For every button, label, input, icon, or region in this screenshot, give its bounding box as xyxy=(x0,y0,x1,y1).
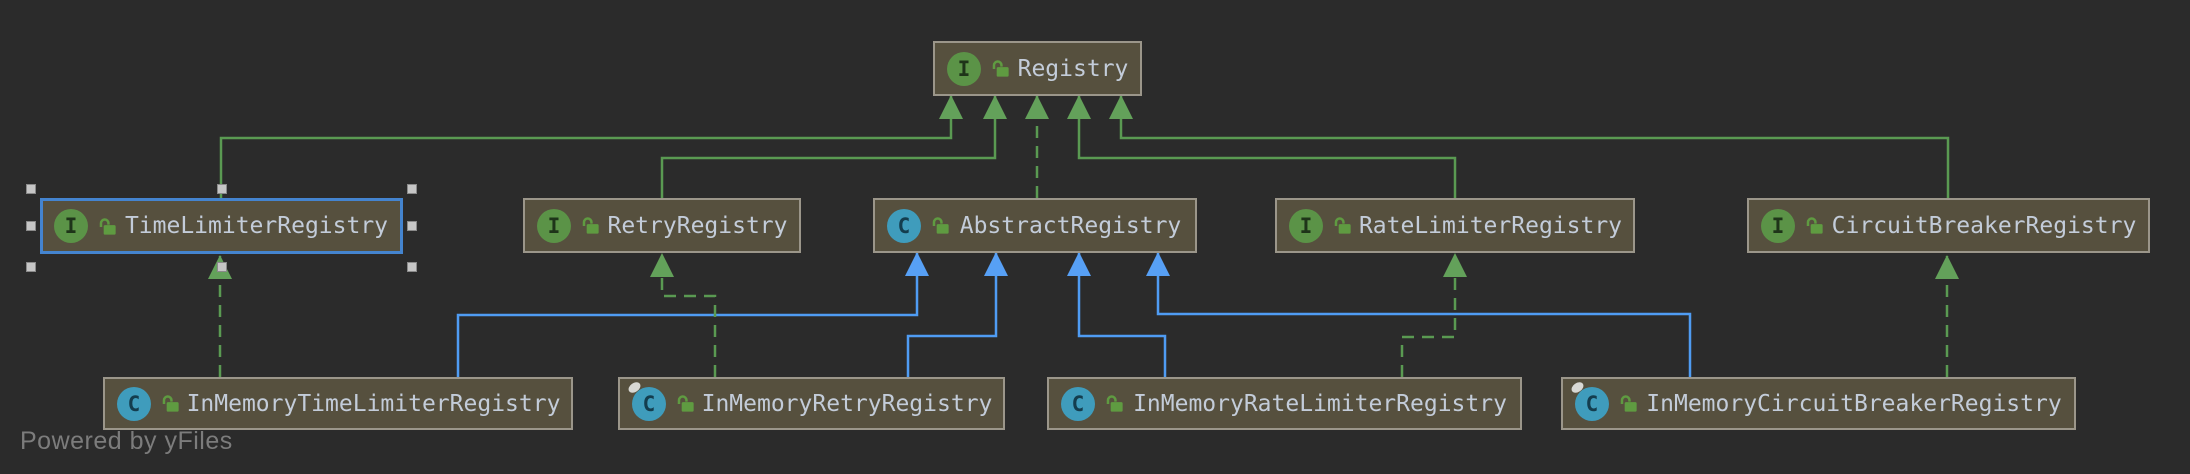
interface-icon: I xyxy=(947,51,981,86)
node-registry[interactable]: I Registry xyxy=(933,41,1142,96)
selection-handle[interactable] xyxy=(407,184,417,194)
edge-circuit-breaker-registry-to-registry xyxy=(1109,95,1950,198)
node-label: InMemoryCircuitBreakerRegistry xyxy=(1646,390,2062,417)
edge-in-memory-rate-limiter-registry-to-rate-limiter-registry xyxy=(1400,253,1467,377)
class-icon: C xyxy=(117,386,151,421)
node-label: InMemoryRetryRegistry xyxy=(701,390,993,417)
node-label: TimeLimiterRegistry xyxy=(124,213,389,239)
class-icon: C xyxy=(887,208,921,243)
node-in-memory-rate-limiter-registry[interactable]: C InMemoryRateLimiterRegistry xyxy=(1047,377,1522,430)
class-icon: C xyxy=(1569,379,1609,421)
unlock-icon xyxy=(929,214,952,237)
unlock-icon xyxy=(1331,214,1354,237)
unlock-icon xyxy=(159,392,182,415)
node-label: AbstractRegistry xyxy=(959,212,1182,239)
unlock-icon xyxy=(674,392,697,415)
yfiles-watermark: Powered by yFiles xyxy=(20,427,233,455)
node-in-memory-time-limiter-registry[interactable]: C InMemoryTimeLimiterRegistry xyxy=(103,377,573,430)
interface-icon: I xyxy=(1289,208,1323,243)
node-label: RateLimiterRegistry xyxy=(1358,212,1623,239)
node-abstract-registry[interactable]: C AbstractRegistry xyxy=(873,198,1197,253)
selection-handle[interactable] xyxy=(26,221,36,231)
unlock-icon xyxy=(1617,392,1640,415)
edge-in-memory-retry-registry-to-abstract-registry xyxy=(906,252,1008,377)
node-in-memory-circuit-breaker-registry[interactable]: C InMemoryCircuitBreakerRegistry xyxy=(1561,377,2076,430)
node-label: Registry xyxy=(1017,55,1129,82)
edge-retry-registry-to-registry xyxy=(660,95,1007,198)
selection-handle[interactable] xyxy=(216,262,227,272)
interface-icon: I xyxy=(537,208,571,243)
node-rate-limiter-registry[interactable]: I RateLimiterRegistry xyxy=(1275,198,1635,253)
node-retry-registry[interactable]: I RetryRegistry xyxy=(523,198,801,253)
node-in-memory-retry-registry[interactable]: C InMemoryRetryRegistry xyxy=(618,377,1005,430)
unlock-icon xyxy=(579,214,602,237)
selection-handle[interactable] xyxy=(26,184,36,194)
edge-in-memory-retry-registry-to-retry-registry xyxy=(650,253,717,377)
node-label: InMemoryRateLimiterRegistry xyxy=(1133,390,1507,417)
selection-handle[interactable] xyxy=(407,221,417,231)
unlock-icon xyxy=(96,215,119,238)
node-circuit-breaker-registry[interactable]: I CircuitBreakerRegistry xyxy=(1747,198,2150,253)
node-time-limiter-registry[interactable]: I TimeLimiterRegistry xyxy=(40,198,403,254)
edge-time-limiter-registry-to-registry xyxy=(219,95,963,198)
unlock-icon xyxy=(989,57,1012,80)
edge-in-memory-circuit-breaker-registry-to-abstract-registry xyxy=(1146,252,1692,377)
edge-in-memory-rate-limiter-registry-to-abstract-registry xyxy=(1067,252,1167,377)
class-icon: C xyxy=(626,379,666,421)
selection-handle[interactable] xyxy=(216,184,227,194)
interface-icon: I xyxy=(1761,208,1795,243)
node-label: InMemoryTimeLimiterRegistry xyxy=(186,390,561,417)
node-label: CircuitBreakerRegistry xyxy=(1831,212,2137,239)
class-icon: C xyxy=(1061,386,1095,421)
unlock-icon xyxy=(1803,214,1826,237)
final-marker-icon xyxy=(1569,379,1586,395)
selection-handle[interactable] xyxy=(407,262,417,272)
interface-icon: I xyxy=(54,209,88,243)
unlock-icon xyxy=(1103,392,1126,415)
edge-in-memory-time-limiter-registry-to-abstract-registry xyxy=(456,252,929,377)
node-label: RetryRegistry xyxy=(607,212,788,239)
edge-rate-limiter-registry-to-registry xyxy=(1067,95,1457,198)
final-marker-icon xyxy=(626,379,643,395)
selection-handle[interactable] xyxy=(26,262,36,272)
